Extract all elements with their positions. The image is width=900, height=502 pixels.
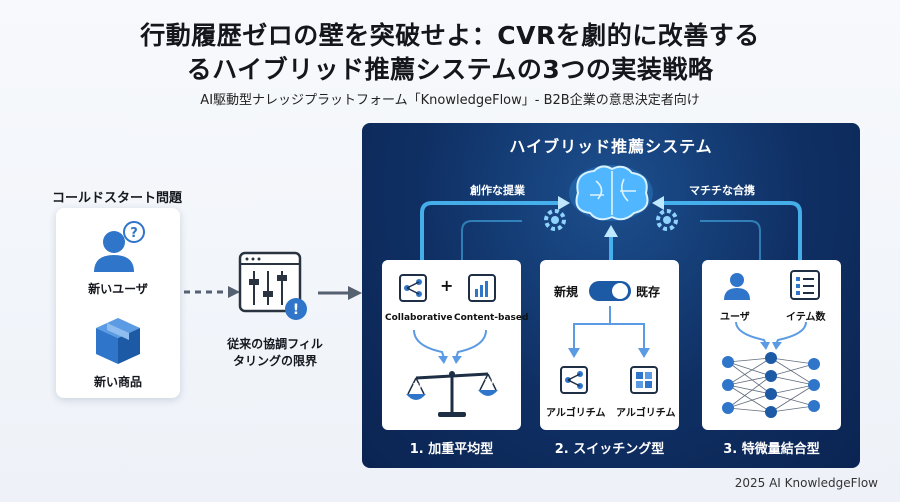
content-based-label: Content-based [454,313,529,323]
cf-limit-line1: 従来の協調フィル [227,337,323,351]
page-title-line2: るハイブリッド推薦システムの3つの実装戦略 [186,55,714,84]
feature-merge-arrows [735,321,807,350]
method-switching: 2. スイッチング型 [554,442,665,457]
new-user-icon: ? [94,221,145,272]
algorithm-network-icon [560,366,588,394]
user-label: ユーザ [720,312,750,323]
left-caption: 創作な提業 [470,184,525,197]
weighted-average-card: + Collaborative Content-based W W [382,260,528,430]
cold-start-label: コールドスタート問題 [52,191,183,206]
balance-scale-icon [406,371,498,417]
hybrid-panel: ハイブリッド推薦システム 創作な提業 マチチな合携 + [362,123,860,468]
user-icon [724,273,750,300]
footer-credit: 2025 AI KnowledgeFlow [734,476,878,490]
content-chart-icon [468,274,496,302]
algorithm-b-label: アルゴリチム [616,408,676,419]
cf-limit-label: 従来の協調フィル タリングの限界 [222,336,328,370]
svg-text:?: ? [130,226,138,241]
left-gear-icon [544,209,566,231]
new-product-box-icon [96,318,140,364]
filter-window-icon: ! [238,251,307,320]
arrow-to-panel [318,286,362,300]
ai-brain-icon [569,165,653,221]
new-user-label: 新いユーザ [88,282,148,296]
toggle-switch [589,281,631,301]
merge-arrows [413,329,487,364]
new-label: 新規 [554,285,579,299]
existing-label: 既存 [636,285,661,299]
neural-network-icon [722,352,820,418]
collaborative-label: Collaborative [385,313,453,323]
weight-a-label: W [413,382,422,391]
right-gear-icon [656,209,678,231]
dotted-arrow [184,286,240,298]
right-caption: マチチな合携 [689,184,755,197]
method-weighted-average: 1. 加重平均型 [409,442,494,457]
item-list-icon [790,270,820,300]
switching-card: 新規 既存 アルゴリチム アルゴリチム [540,260,679,430]
plus-sign: + [440,276,454,295]
algorithm-a-label: アルゴリチム [546,408,606,419]
items-label: イテム数 [786,312,826,323]
weight-b-label: W [485,378,494,387]
feature-combination-card: ユーザ イテム数 [702,260,841,430]
panel-title: ハイブリッド推薦システム [509,137,713,156]
page-title-line1: 行動履歴ゼロの壁を突破せよ：CVRを劇的に改善する [140,21,760,50]
svg-text:!: ! [293,302,299,318]
glow-connectors [420,196,802,260]
new-product-label: 新い商品 [93,375,142,389]
page-subtitle: AI駆動型ナレッジプラットフォーム「KnowledgeFlow」- B2B企業の… [200,93,700,108]
method-feature-combination: 3. 特微量結合型 [723,442,820,457]
switch-branch-arrows [568,306,650,358]
cf-limit-line2: タリングの限界 [232,354,317,368]
cold-start-card: ? 新いユーザ 新い商品 [56,208,180,398]
algorithm-grid-icon [630,366,658,394]
collaborative-network-icon [399,274,427,302]
